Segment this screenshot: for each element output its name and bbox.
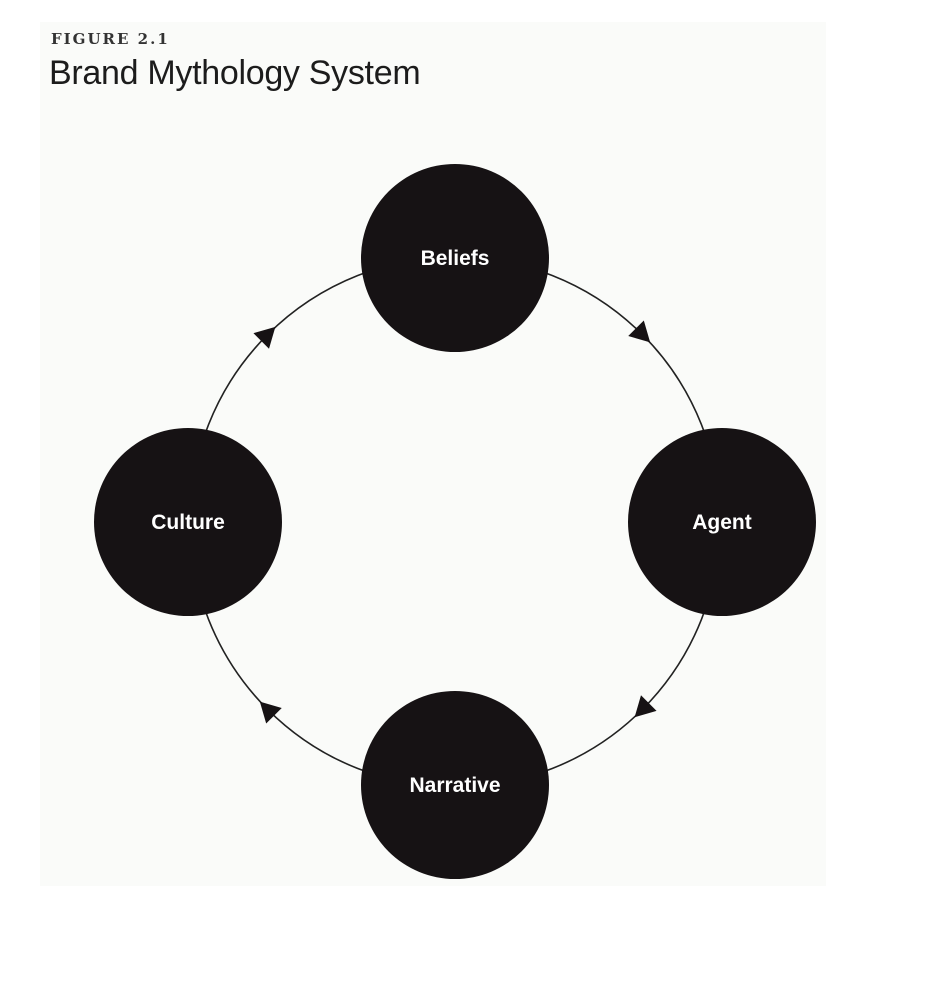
- node-circle: [628, 428, 816, 616]
- node-label: Beliefs: [421, 247, 490, 270]
- arrowhead-culture-to-beliefs: [253, 326, 276, 349]
- node-circle: [94, 428, 282, 616]
- node-narrative: Narrative: [361, 691, 549, 879]
- node-label: Agent: [692, 511, 752, 534]
- node-circle: [361, 691, 549, 879]
- node-label: Culture: [151, 511, 225, 534]
- node-agent: Agent: [628, 428, 816, 616]
- node-circle: [361, 164, 549, 352]
- arrowhead-beliefs-to-agent: [628, 320, 651, 343]
- node-beliefs: Beliefs: [361, 164, 549, 352]
- node-label: Narrative: [409, 774, 500, 797]
- figure-number: FIGURE 2.1: [51, 30, 170, 48]
- figure-title: Brand Mythology System: [49, 54, 421, 92]
- arrowhead-agent-to-narrative: [634, 695, 657, 718]
- arrowhead-narrative-to-culture: [259, 701, 282, 724]
- node-culture: Culture: [94, 428, 282, 616]
